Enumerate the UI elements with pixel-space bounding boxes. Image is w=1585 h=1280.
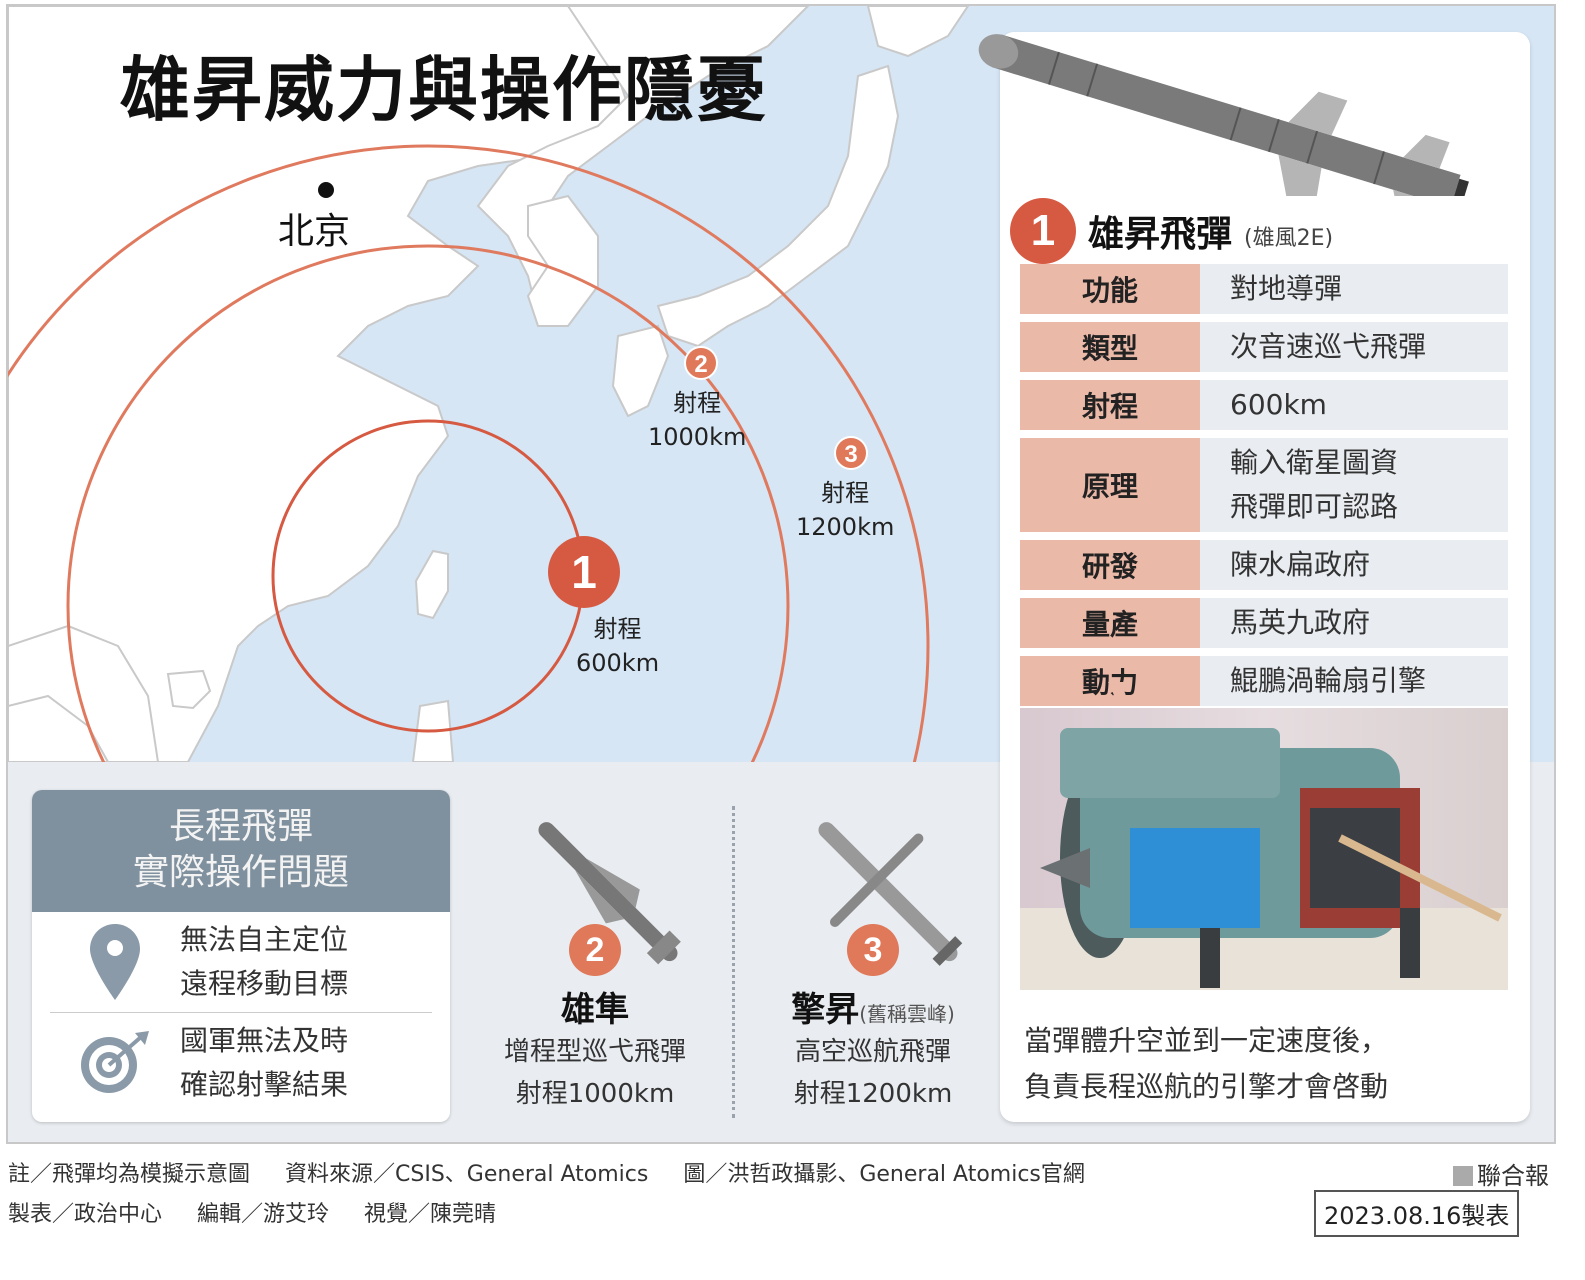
city-label: 北京 xyxy=(278,211,351,252)
range-badge-2: 2 xyxy=(684,346,718,380)
page-title: 雄昇威力與操作隱憂 xyxy=(120,49,768,131)
issue-item: 國軍無法及時 確認射擊結果 xyxy=(50,1012,432,1113)
map-pin-icon xyxy=(50,924,180,1000)
brand-square-icon xyxy=(1453,1166,1473,1186)
missile-2-illustration xyxy=(538,822,681,965)
missile-3-illustration xyxy=(818,822,963,966)
spec-row: 原理輸入衛星圖資飛彈即可認路 xyxy=(1020,438,1508,532)
spec-row: 動力鯤鵬渦輪扇引擎 xyxy=(1020,656,1508,706)
engine-photo xyxy=(1020,708,1508,990)
footer-credits-line1: 註／飛彈均為模擬示意圖 資料來源／CSIS、General Atomics 圖／… xyxy=(8,1162,1085,1187)
publisher-brand: 聯合報 xyxy=(1453,1156,1549,1191)
divider xyxy=(732,806,735,1118)
date-stamp: 2023.08.16製表 xyxy=(1314,1190,1520,1237)
operation-issues-panel: 長程飛彈 實際操作問題 無法自主定位 遠程移動目標 國軍無法及時 確認射擊結果 xyxy=(32,790,450,1122)
infographic-frame: 雄昇威力與操作隱憂 北京 1 射程 600km 2 射程 1000km 3 射程… xyxy=(6,4,1556,1144)
beijing-marker xyxy=(318,182,334,198)
spec-row: 量產馬英九政府 xyxy=(1020,598,1508,648)
spec-row: 功能對地導彈 xyxy=(1020,264,1508,314)
range-label-3: 射程 1200km xyxy=(796,479,895,541)
spec-row: 研發陳水扁政府 xyxy=(1020,540,1508,590)
missile-heading: 1 雄昇飛彈 (雄風2E) xyxy=(1010,198,1333,264)
range-label-1: 射程 600km xyxy=(576,615,660,677)
issues-header: 長程飛彈 實際操作問題 xyxy=(32,790,450,912)
callout-pointer xyxy=(1108,682,1126,702)
footer-credits-line2: 製表／政治中心 編輯／游艾玲 視覺／陳莞晴 xyxy=(8,1202,497,1227)
main-missile-illustration xyxy=(978,34,1469,196)
range-badge-1: 1 xyxy=(548,536,620,608)
issue-item: 無法自主定位 遠程移動目標 xyxy=(50,912,432,1012)
missile-2-info: 2 雄隼 增程型巡弋飛彈 射程1000km xyxy=(470,924,720,1115)
missile-3-info: 3 擎昇(舊稱雲峰) 高空巡航飛彈 射程1200km xyxy=(748,924,998,1115)
spec-row: 類型次音速巡弋飛彈 xyxy=(1020,322,1508,372)
missile-number-badge: 1 xyxy=(1010,198,1076,264)
range-badge-3: 3 xyxy=(834,436,868,470)
range-label-2: 射程 1000km xyxy=(648,389,747,451)
target-icon xyxy=(50,1031,180,1095)
missile-alias: (雄風2E) xyxy=(1244,226,1334,251)
missile-name: 雄昇飛彈 xyxy=(1088,214,1233,255)
map-graphic xyxy=(8,6,970,762)
engine-caption: 當彈體升空並到一定速度後， 負責長程巡航的引擎才會啓動 xyxy=(1024,1024,1389,1103)
